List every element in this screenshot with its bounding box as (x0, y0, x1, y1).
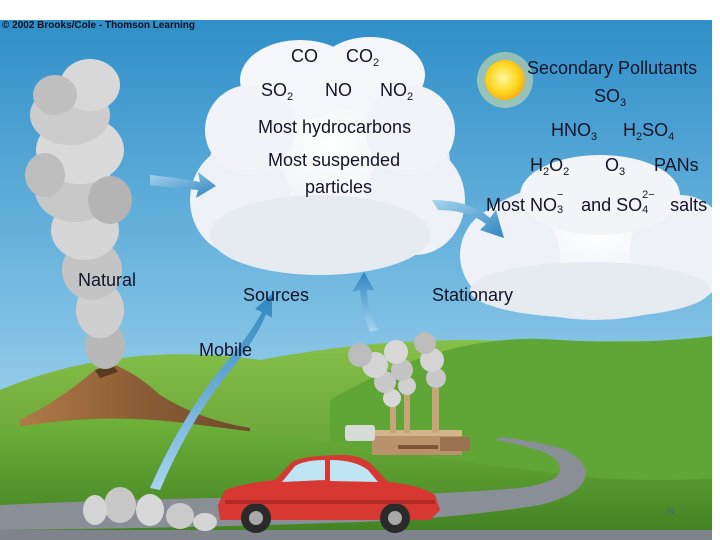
road-edge (0, 530, 720, 540)
label-hydrocarbons: Most hydrocarbons (258, 117, 411, 137)
label-co: CO (291, 46, 318, 66)
right-margin (712, 20, 720, 540)
top-strip (0, 0, 720, 20)
label-stationary: Stationary (432, 285, 513, 305)
copyright-notice: © 2002 Brooks/Cole - Thomson Learning (2, 20, 195, 31)
label-no2: NO2 (380, 80, 413, 100)
label-so2: SO2 (261, 80, 293, 100)
label-h2o2: H2O2 (530, 155, 569, 175)
label-h2so4: H2SO4 (623, 120, 674, 140)
sun-icon (477, 52, 533, 108)
label-particles-line2: particles (305, 177, 372, 197)
label-natural: Natural (78, 270, 136, 290)
label-mobile: Mobile (199, 340, 252, 360)
label-and: and (581, 195, 611, 215)
slide-number: 34 (666, 507, 675, 516)
label-sources: Sources (243, 285, 309, 305)
label-co2: CO2 (346, 46, 379, 66)
label-particles-line1: Most suspended (268, 150, 400, 170)
label-pans: PANs (654, 155, 699, 175)
label-o3: O3 (605, 155, 625, 175)
label-most: Most (486, 195, 525, 215)
label-no: NO (325, 80, 352, 100)
label-nitrate: NO−3 (530, 195, 557, 215)
label-so3: SO3 (594, 86, 626, 106)
label-hno3: HNO3 (551, 120, 597, 140)
label-secondary-title: Secondary Pollutants (527, 58, 697, 78)
label-salts: salts (670, 195, 707, 215)
